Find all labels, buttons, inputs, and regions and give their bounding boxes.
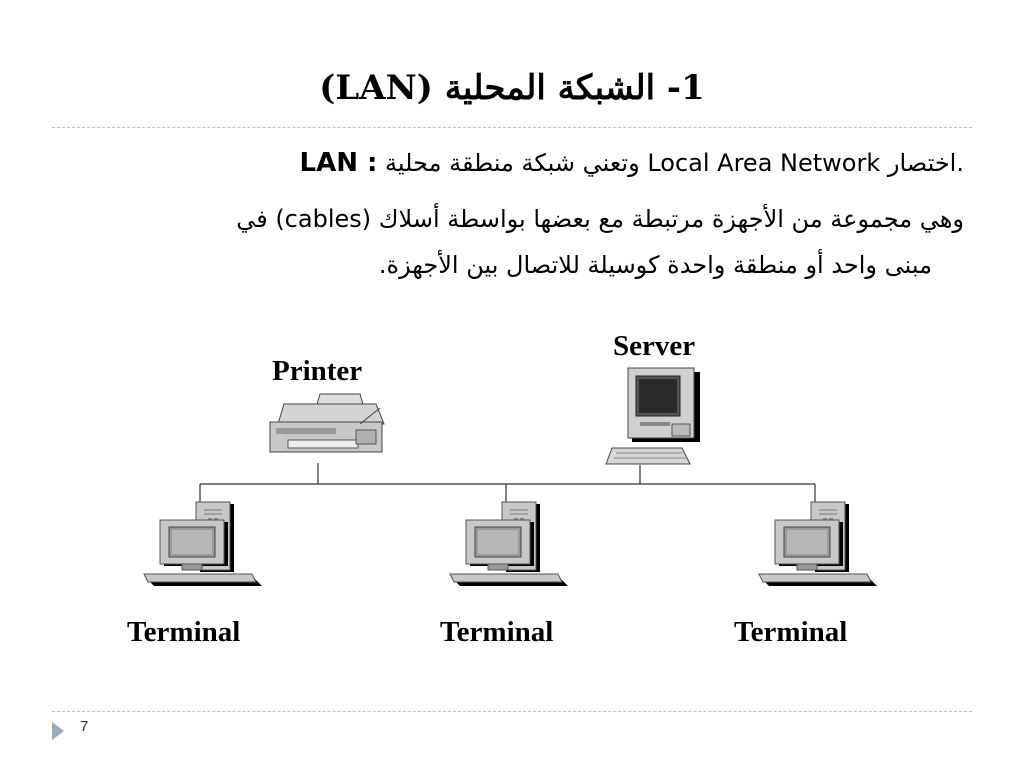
page-number: 7 xyxy=(80,718,89,735)
terminal-label: Terminal xyxy=(440,616,554,648)
bottom-divider xyxy=(52,711,972,712)
description-line1-end: في xyxy=(236,205,268,233)
printer-label: Printer xyxy=(272,355,363,387)
terminal-computer-icon xyxy=(758,501,878,587)
terminal-computer-icon xyxy=(143,501,263,587)
description-line-1: وهي مجموعة من الأجهزة مرتبطة مع بعضها بو… xyxy=(236,202,964,236)
definition-text-after: وتعني شبكة منطقة محلية. xyxy=(385,149,964,177)
terminal-label: Terminal xyxy=(734,616,848,648)
definition-english: Local Area Network xyxy=(647,149,881,177)
server-label: Server xyxy=(613,330,696,362)
terminal-computer-icon xyxy=(449,501,569,587)
server-computer-icon xyxy=(605,367,700,465)
description-line-2: مبنى واحد أو منطقة واحدة كوسيلة للاتصال … xyxy=(378,251,932,279)
network-cabling xyxy=(199,463,816,502)
printer-icon xyxy=(269,393,385,453)
terminal-label: Terminal xyxy=(127,616,241,648)
lan-definition: LAN : اختصار Local Area Network وتعني شب… xyxy=(300,146,965,180)
top-divider xyxy=(52,127,972,128)
play-arrow-icon xyxy=(52,722,64,740)
definition-text-before: اختصار xyxy=(887,149,957,177)
slide-title: 1- الشبكة المحلية (LAN) xyxy=(319,68,705,108)
description-line1-english: (cables) xyxy=(275,205,372,233)
description-line1-start: وهي مجموعة من الأجهزة مرتبطة مع بعضها بو… xyxy=(378,205,964,233)
lan-term: LAN : xyxy=(299,148,378,178)
